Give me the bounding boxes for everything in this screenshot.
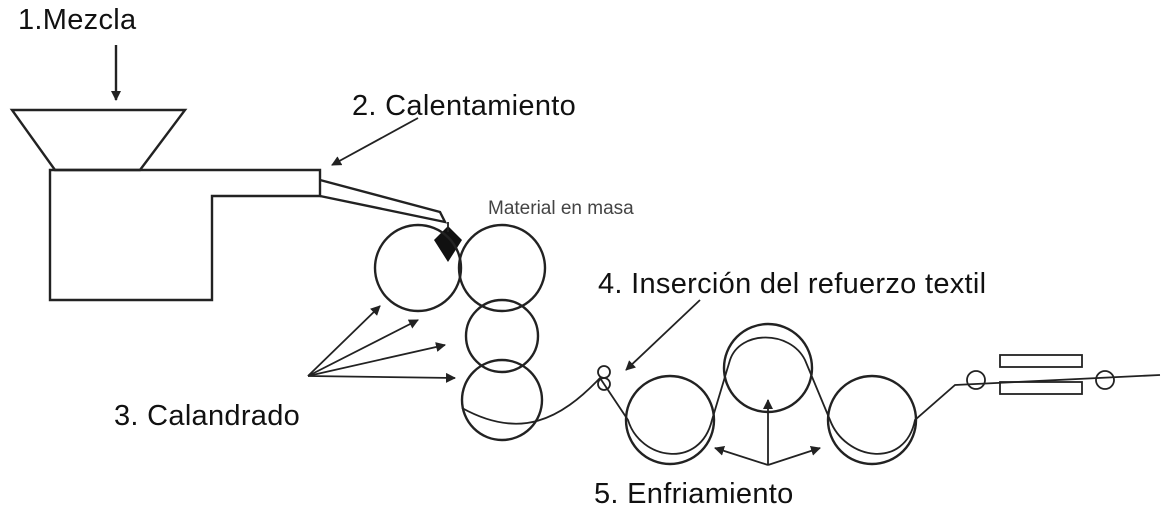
heating-arrow <box>331 117 419 166</box>
output-press <box>966 354 1115 395</box>
cooling-arrows <box>714 399 821 466</box>
cooling-drum-right <box>826 374 918 466</box>
label-heating: 2. Calentamiento <box>352 90 577 122</box>
textile-roller-lower <box>597 377 611 391</box>
extruder-body <box>48 168 322 302</box>
label-mixing: 1.Mezcla <box>18 4 137 36</box>
textile-insertion-arrow <box>625 299 701 371</box>
material-drip <box>434 226 462 262</box>
calender-roll-bottom <box>460 358 544 442</box>
sheet-path <box>461 336 1161 455</box>
hopper <box>9 108 188 172</box>
calender-roll-middle <box>464 298 540 374</box>
calender-roll-left <box>373 223 463 313</box>
label-cooling: 5. Enfriamiento <box>594 478 794 510</box>
label-textile-insertion: 4. Inserción del refuerzo textil <box>598 268 987 300</box>
cooling-drum-left <box>624 374 716 466</box>
textile-roller-upper <box>597 365 611 379</box>
extruder-nozzle <box>319 178 448 224</box>
calender-roll-top <box>457 223 547 313</box>
calendering-arrows <box>307 305 456 383</box>
label-bulk-material: Material en masa <box>488 198 634 219</box>
label-calendering: 3. Calandrado <box>114 400 301 432</box>
